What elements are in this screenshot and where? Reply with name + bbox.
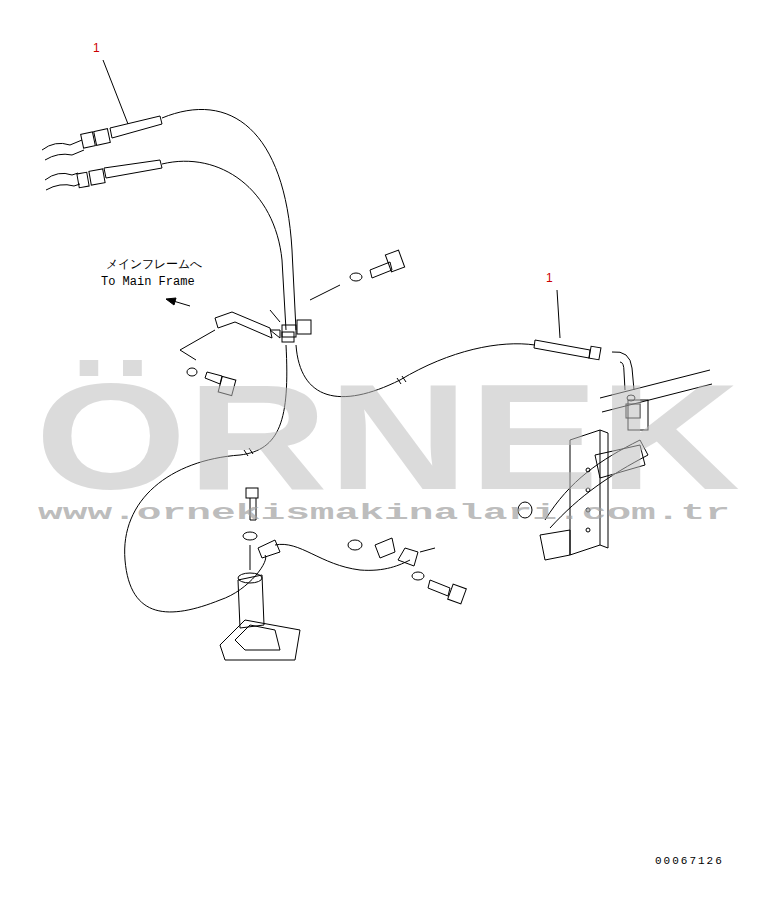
- hose: [162, 161, 286, 330]
- drawing-number: 00067126: [655, 856, 724, 867]
- hose-fitting: [42, 116, 162, 190]
- callout-number: 1: [93, 42, 100, 54]
- callout-number: 1: [546, 272, 553, 284]
- hose: [275, 544, 410, 570]
- direction-note: メインフレームへ: [106, 258, 202, 270]
- direction-arrow: [166, 298, 176, 305]
- leader-line: [103, 60, 128, 124]
- direction-note: To Main Frame: [101, 276, 195, 288]
- watermark: ÖRNEK: [35, 362, 740, 512]
- leader-line: [557, 290, 560, 338]
- hose: [162, 109, 296, 330]
- watermark-url: www.ornekismakinalari.com.tr: [38, 503, 730, 525]
